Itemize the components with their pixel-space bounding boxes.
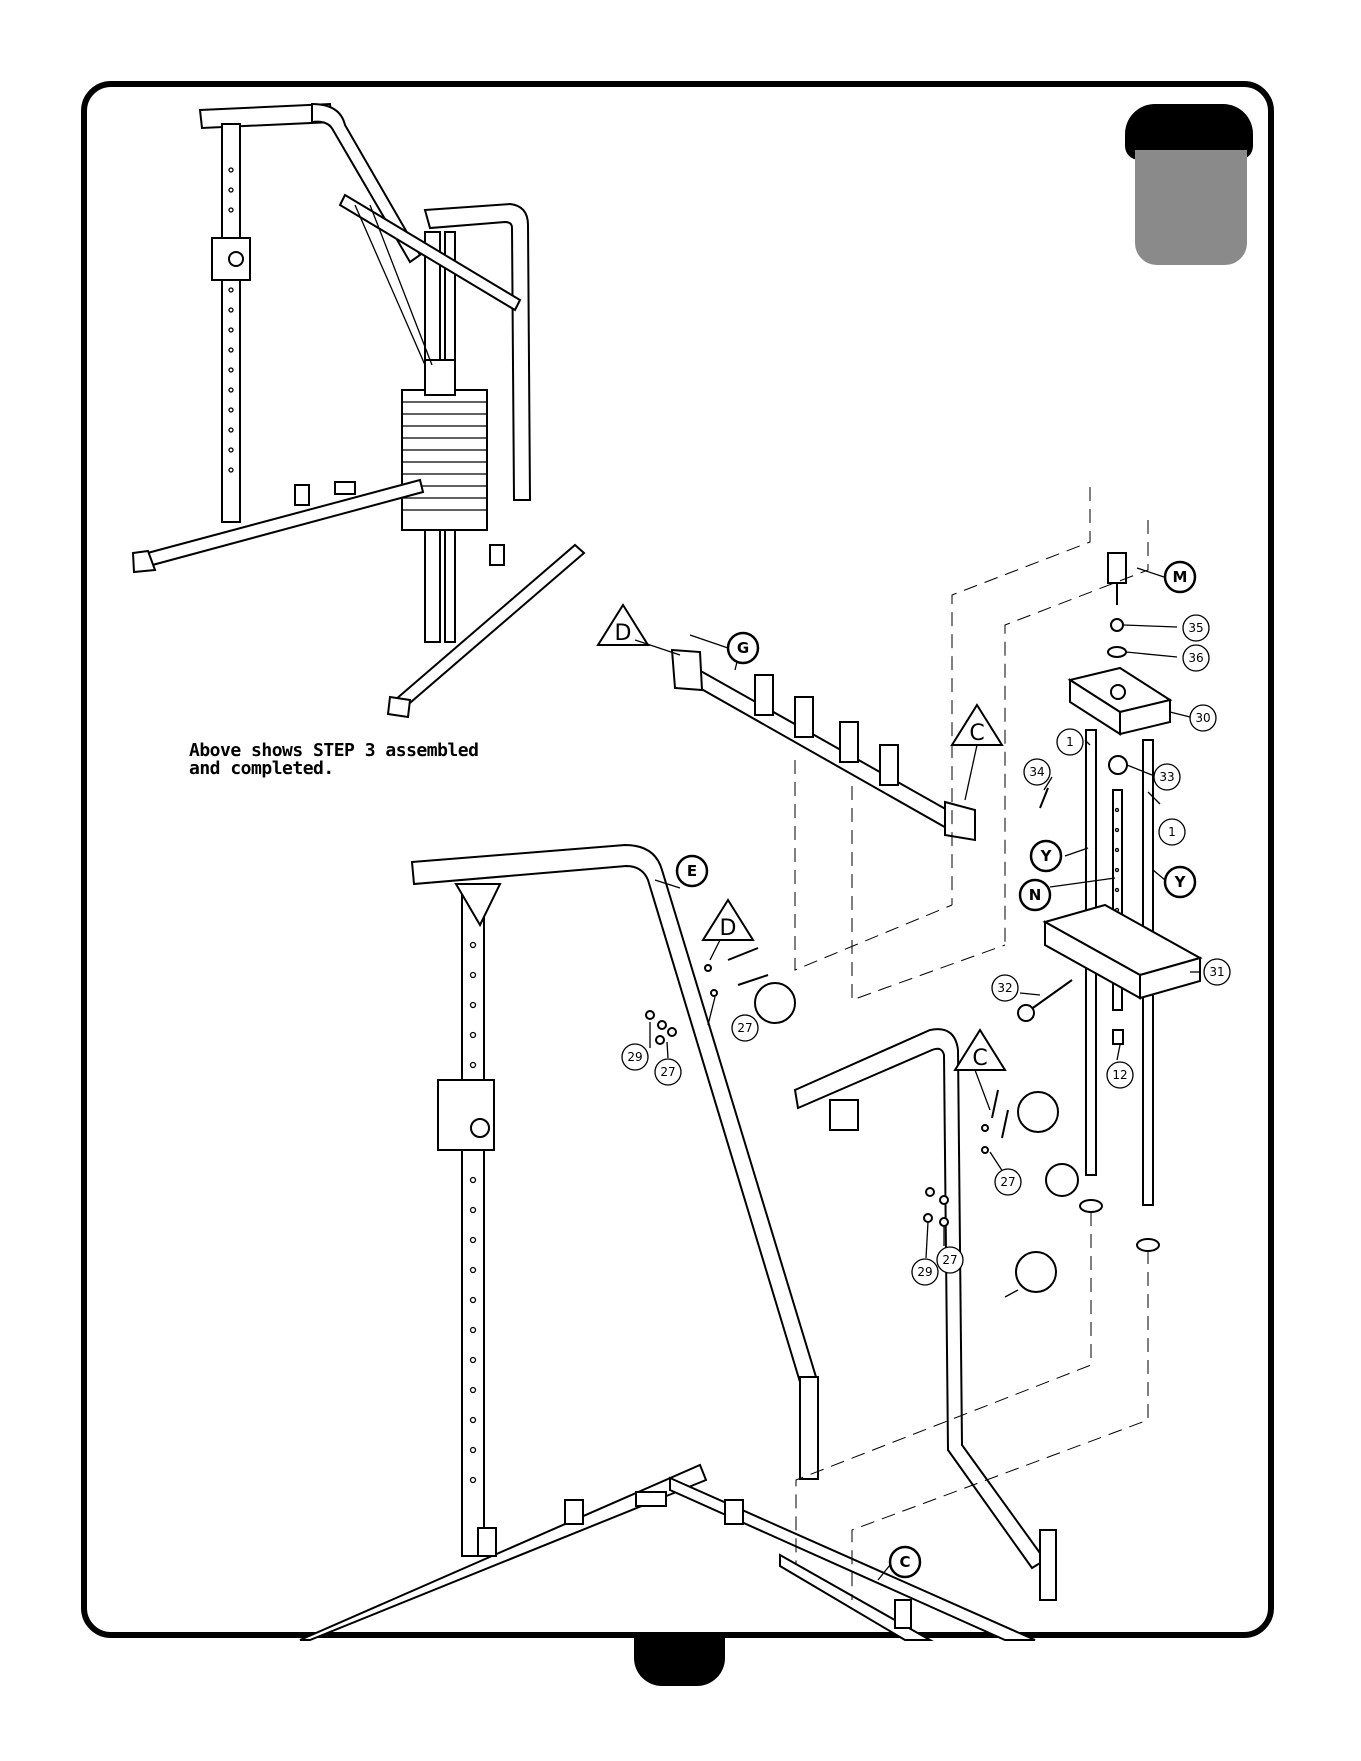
svg-text:E: E [687, 862, 697, 880]
callout-29-right: 29 [912, 1259, 938, 1285]
svg-text:12: 12 [1112, 1068, 1127, 1082]
triangle-label-d-left: D [598, 605, 648, 646]
svg-text:27: 27 [737, 1021, 752, 1035]
callout-n: N [1020, 880, 1050, 910]
callout-29-left: 29 [622, 1044, 648, 1070]
callout-e: E [677, 856, 707, 886]
frame-e [300, 845, 1035, 1640]
callout-12: 12 [1107, 1062, 1133, 1088]
callout-30: 30 [1190, 705, 1216, 731]
caption-line-2: and completed. [189, 760, 509, 778]
svg-text:33: 33 [1159, 770, 1174, 784]
svg-text:29: 29 [917, 1265, 932, 1279]
callout-27-left-lower: 27 [655, 1059, 681, 1085]
svg-text:27: 27 [1000, 1175, 1015, 1189]
callout-c: C [890, 1547, 920, 1577]
callout-27-right-lower: 27 [937, 1247, 963, 1273]
hardware [646, 948, 1078, 1292]
svg-text:1: 1 [1066, 735, 1074, 749]
callout-1-left: 1 [1057, 729, 1083, 755]
svg-text:32: 32 [997, 981, 1012, 995]
svg-text:30: 30 [1195, 711, 1210, 725]
svg-text:M: M [1173, 568, 1188, 586]
callout-27-right-upper: 27 [995, 1169, 1021, 1195]
completed-assembly-view [133, 104, 584, 717]
callout-34: 34 [1024, 759, 1050, 785]
svg-text:34: 34 [1029, 765, 1044, 779]
callout-36: 36 [1183, 645, 1209, 671]
svg-text:C: C [899, 1553, 910, 1571]
svg-text:1: 1 [1168, 825, 1176, 839]
svg-text:D: D [720, 916, 737, 941]
svg-text:N: N [1029, 886, 1042, 904]
callout-35: 35 [1183, 615, 1209, 641]
triangle-label-c-lower: C [955, 1030, 1005, 1071]
callout-32: 32 [992, 975, 1018, 1001]
callout-g: G [728, 633, 758, 663]
callout-m: M [1165, 562, 1195, 592]
callout-31: 31 [1204, 959, 1230, 985]
triangle-label-c-upper: C [952, 705, 1002, 746]
callout-27-left-upper: 27 [732, 1015, 758, 1041]
callout-33: 33 [1154, 764, 1180, 790]
svg-text:27: 27 [942, 1253, 957, 1267]
svg-text:36: 36 [1188, 651, 1203, 665]
callout-y-right: Y [1165, 867, 1195, 897]
svg-text:29: 29 [627, 1050, 642, 1064]
svg-text:C: C [972, 1046, 987, 1071]
svg-text:Y: Y [1174, 873, 1187, 891]
svg-text:C: C [969, 721, 984, 746]
svg-text:27: 27 [660, 1065, 675, 1079]
callout-1-right: 1 [1159, 819, 1185, 845]
triangle-label-d-mid: D [703, 900, 753, 941]
svg-text:35: 35 [1188, 621, 1203, 635]
svg-text:31: 31 [1209, 965, 1224, 979]
svg-text:D: D [615, 621, 632, 646]
svg-text:Y: Y [1040, 847, 1053, 865]
part-g-cross-tube [672, 650, 975, 840]
step-caption: Above shows STEP 3 assembled and complet… [189, 742, 509, 778]
svg-text:G: G [737, 639, 749, 657]
callout-y-left: Y [1031, 841, 1061, 871]
